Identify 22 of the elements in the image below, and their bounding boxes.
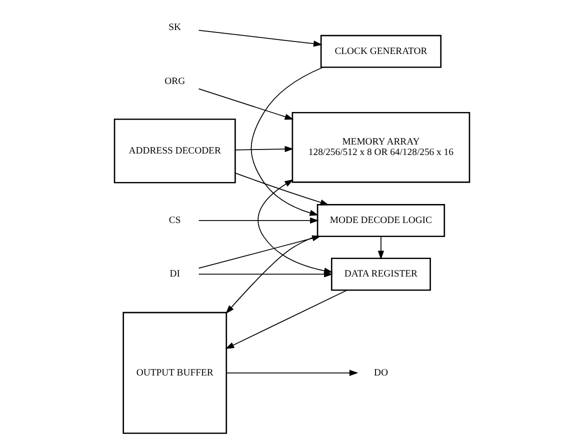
- node-box: MEMORY ARRAY 128/256/512 x 8 OR 64/128/256 x 16: [292, 112, 470, 183]
- node-box: DATA REGISTER: [330, 258, 431, 291]
- node-text: DO: [374, 367, 388, 378]
- arrow: [198, 271, 333, 278]
- node-text: ORG: [164, 76, 186, 87]
- arrow: [250, 66, 324, 216]
- arrow: [225, 290, 348, 349]
- node-box: OUTPUT BUFFER: [122, 312, 228, 434]
- node-box: ADDRESS DECODER: [114, 118, 236, 184]
- node-text: CS: [168, 214, 181, 226]
- arrow: [226, 235, 318, 314]
- node-box: CLOCK GENERATOR: [320, 34, 442, 68]
- arrow: [226, 370, 358, 376]
- node-text: DI: [170, 268, 180, 280]
- arrow: [198, 217, 319, 224]
- node-text: SK: [168, 22, 182, 34]
- arrow: [198, 88, 294, 120]
- arrow: [198, 30, 322, 47]
- arrow: [378, 236, 384, 260]
- node-box: MODE DECODE LOGIC: [316, 204, 446, 238]
- arrow: [234, 172, 330, 206]
- arrow: [234, 146, 294, 152]
